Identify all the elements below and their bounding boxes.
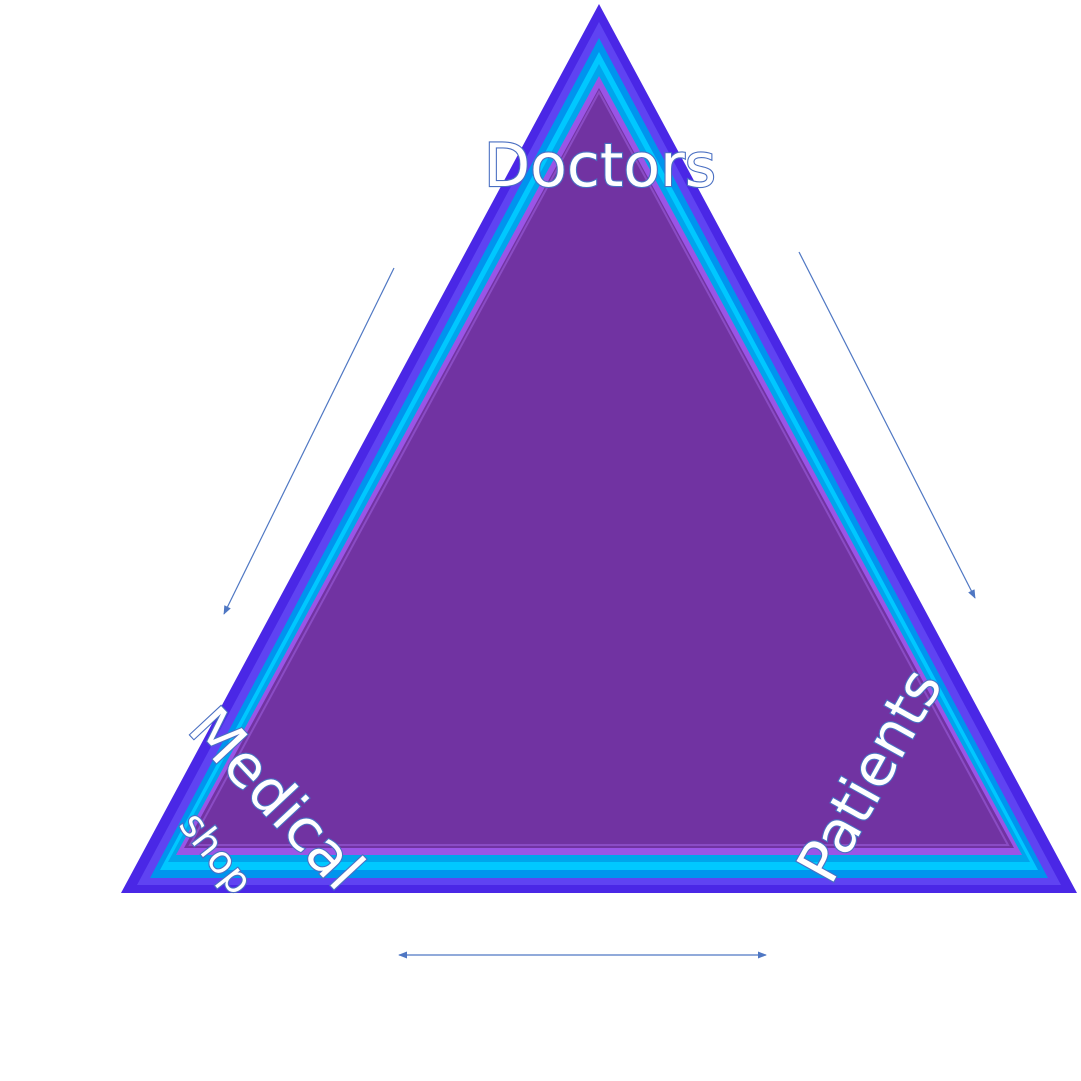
triangle-inner-face bbox=[184, 88, 1014, 848]
node-label-doctors: Doctors bbox=[484, 131, 716, 201]
triangle-shape bbox=[121, 4, 1077, 893]
arrow-doctors-to-medical-shop bbox=[223, 267, 395, 615]
arrow-doctors-to-patients bbox=[798, 251, 976, 599]
triangle-inner-edge bbox=[188, 89, 1010, 846]
